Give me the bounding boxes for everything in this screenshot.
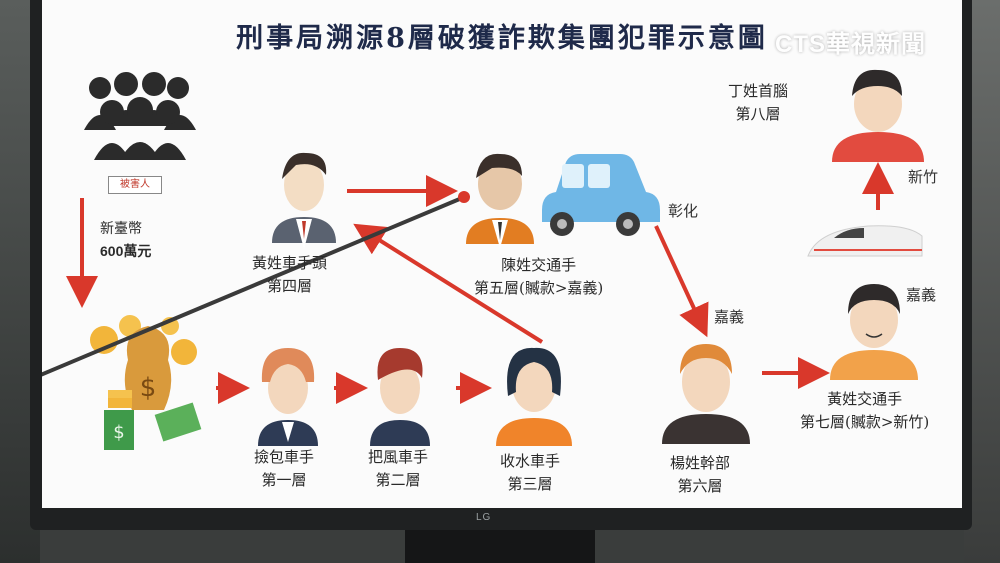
node-layer7-layer: 第七層(贓款>新竹) <box>800 413 930 431</box>
node-layer8: 丁姓首腦 第八層 <box>728 80 788 126</box>
victims-label: 被害人 <box>108 176 162 194</box>
avatar-layer3 <box>496 347 572 446</box>
avatar-layer6 <box>662 344 750 444</box>
svg-text:$: $ <box>113 422 124 443</box>
node-layer7-name: 黃姓交通手 <box>827 390 903 408</box>
arrow-layer3-to-layer4 <box>353 223 544 344</box>
flow-arrows <box>66 162 894 404</box>
victims-crowd-icon <box>84 72 196 160</box>
arrow-layer5-to-layer6 <box>654 225 709 338</box>
node-layer2: 把風車手 第二層 <box>368 446 428 492</box>
monitor-screen: 刑事局溯源8層破獲詐欺集團犯罪示意圖 $ $ <box>42 0 962 508</box>
node-layer2-name: 把風車手 <box>368 448 429 466</box>
monitor-logo: LG <box>476 512 492 523</box>
diagram-canvas: $ $ <box>42 69 924 450</box>
location-chiayi-2: 嘉義 <box>906 286 937 304</box>
node-layer5-layer: 第五層(贓款>嘉義) <box>474 279 604 297</box>
avatar-layer2 <box>370 348 430 446</box>
avatar-layer8 <box>832 69 924 162</box>
node-layer6-layer: 第六層 <box>677 477 723 495</box>
node-layer6: 楊姓幹部 第六層 <box>670 452 730 498</box>
node-layer4: 黃姓車手頭 第四層 <box>252 252 327 298</box>
node-layer1: 撿包車手 第一層 <box>254 446 314 492</box>
node-layer3-name: 收水車手 <box>500 452 561 470</box>
pointer-tip <box>458 191 470 203</box>
node-layer8-layer: 第八層 <box>735 105 781 123</box>
node-layer4-layer: 第四層 <box>267 277 313 295</box>
node-layer5: 陳姓交通手 第五層(贓款>嘉義) <box>474 254 603 300</box>
avatar-layer1 <box>258 348 318 446</box>
train-icon <box>807 225 923 257</box>
location-chiayi-1: 嘉義 <box>714 308 745 326</box>
node-layer2-layer: 第二層 <box>375 471 421 489</box>
node-layer7: 黃姓交通手 第七層(贓款>新竹) <box>800 388 929 434</box>
node-layer1-name: 撿包車手 <box>254 448 315 466</box>
node-layer3: 收水車手 第三層 <box>500 450 560 496</box>
node-layer1-layer: 第一層 <box>261 471 307 489</box>
money-amount: 新臺幣 600萬元 <box>100 218 151 263</box>
node-layer6-name: 楊姓幹部 <box>670 454 731 472</box>
node-layer8-name: 丁姓首腦 <box>728 82 789 100</box>
location-changhua: 彰化 <box>668 202 699 220</box>
node-layer5-name: 陳姓交通手 <box>501 256 577 274</box>
avatar-layer7 <box>830 284 918 380</box>
money-value: 600萬元 <box>100 243 152 259</box>
car-icon <box>542 154 660 236</box>
money-pile-icon: $ $ <box>90 315 202 450</box>
money-currency: 新臺幣 <box>100 221 142 237</box>
monitor-stand <box>405 530 595 563</box>
location-hsinchu: 新竹 <box>908 168 939 186</box>
avatar-layer4 <box>272 152 336 249</box>
node-layer3-layer: 第三層 <box>507 475 553 493</box>
node-layer4-name: 黃姓車手頭 <box>252 254 328 272</box>
svg-text:$: $ <box>140 373 157 403</box>
pointer-stick <box>42 196 463 377</box>
news-watermark: CTS華視新聞 <box>775 31 926 58</box>
diagram-title: 刑事局溯源8層破獲詐欺集團犯罪示意圖 <box>236 23 768 54</box>
avatar-layer5 <box>466 153 534 248</box>
